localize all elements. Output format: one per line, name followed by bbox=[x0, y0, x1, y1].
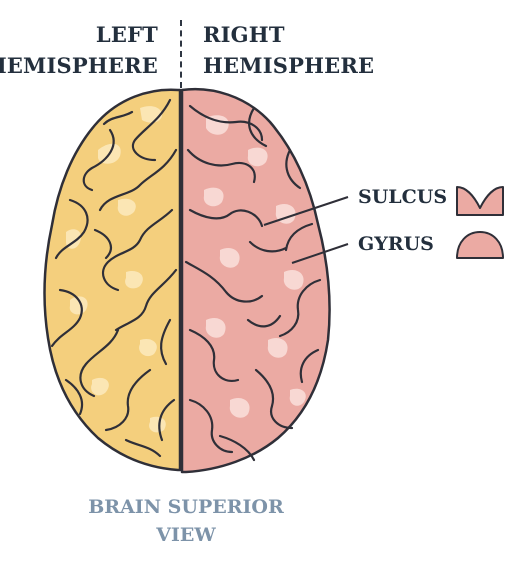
left-hemisphere-label: LEFT HEMISPHERE bbox=[0, 19, 158, 81]
sulcus-label: SULCUS bbox=[358, 186, 448, 208]
right-hemisphere bbox=[180, 87, 331, 474]
left-hemisphere-label-line2: HEMISPHERE bbox=[0, 53, 158, 78]
left-hemisphere bbox=[43, 88, 182, 472]
diagram-caption: BRAIN SUPERIOR VIEW bbox=[0, 493, 372, 549]
gyrus-pointer-line bbox=[291, 243, 349, 264]
gyrus-icon bbox=[456, 231, 504, 259]
right-hemisphere-label-line2: HEMISPHERE bbox=[203, 53, 375, 78]
right-hemisphere-label-line1: RIGHT bbox=[203, 22, 285, 47]
right-hemisphere-label: RIGHT HEMISPHERE bbox=[203, 19, 374, 81]
sulcus-icon bbox=[456, 186, 504, 216]
hemisphere-divider-line bbox=[180, 20, 182, 88]
left-hemisphere-label-line1: LEFT bbox=[95, 22, 158, 47]
gyrus-label: GYRUS bbox=[358, 233, 434, 255]
caption-line1: BRAIN SUPERIOR bbox=[88, 496, 284, 518]
sulcus-pointer-line bbox=[263, 196, 349, 226]
caption-line2: VIEW bbox=[156, 524, 216, 546]
